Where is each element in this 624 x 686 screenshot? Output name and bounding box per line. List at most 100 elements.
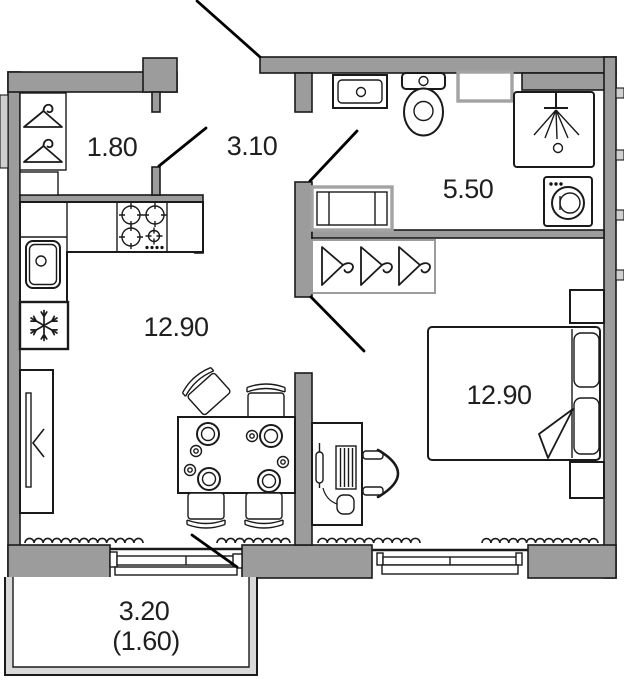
snowflake-icon — [30, 309, 58, 342]
shower-drain — [552, 142, 564, 154]
wall-stub — [615, 269, 624, 281]
sliding-wardrobe — [19, 369, 54, 514]
wall-bottom-middle — [241, 544, 373, 579]
wall-stub — [615, 87, 624, 99]
kitchen — [18, 201, 204, 514]
closet-door-leaf — [157, 126, 208, 168]
stove-knob — [160, 245, 164, 250]
burner-icon — [119, 225, 143, 249]
shower-tray — [513, 91, 595, 168]
radiator — [216, 537, 291, 544]
wardrobe-body — [19, 369, 54, 514]
chair — [179, 364, 233, 418]
balcony — [4, 577, 258, 676]
window-jamb — [109, 551, 118, 568]
sink-drain — [355, 86, 367, 98]
mouse — [322, 487, 355, 515]
balcony-door-leaf — [190, 533, 239, 569]
balcony-outline — [4, 577, 258, 676]
window-pane — [116, 555, 238, 566]
washing-machine — [543, 176, 593, 227]
sink-drain — [35, 255, 47, 267]
window-jamb — [376, 552, 384, 566]
room-label-entry-closet: 1.80 — [87, 132, 138, 162]
wall-entry-partition-top — [151, 91, 161, 113]
room-label-balcony: 3.20 — [119, 596, 170, 626]
burner-icon — [145, 227, 163, 245]
room-label-bathroom: 5.50 — [443, 174, 494, 204]
wall-top-right — [259, 56, 617, 74]
chair-backrest — [376, 448, 400, 499]
room-label-kitchen-living: 12.90 — [143, 312, 208, 342]
pillow — [573, 332, 600, 388]
toilet — [401, 72, 446, 137]
room-label-hallway: 3.10 — [227, 131, 278, 161]
fridge — [18, 300, 70, 351]
room-label-bedroom: 12.90 — [466, 380, 531, 410]
wall-stub — [0, 94, 9, 169]
wall-bathroom-bottom — [311, 229, 605, 239]
doors — [157, 0, 366, 353]
wall-left — [7, 71, 21, 579]
bathroom — [310, 70, 595, 232]
sink-basin-inner — [28, 243, 58, 286]
monitor — [335, 445, 357, 490]
burner-icon — [119, 203, 143, 227]
wall-entry-partition-bottom — [151, 166, 161, 196]
desk-area — [311, 422, 400, 526]
shower-spray-icon — [533, 109, 580, 140]
stove-knob — [155, 245, 159, 250]
stove-knob — [145, 245, 149, 250]
balcony-door-window — [109, 533, 243, 576]
washer-door — [551, 186, 585, 220]
bathroom-sink — [332, 74, 388, 109]
wall-stub — [615, 209, 624, 221]
chair — [246, 383, 286, 420]
open-closet — [311, 239, 436, 294]
wall-top-right-thick — [521, 72, 617, 91]
shoe-cabinet — [19, 171, 59, 196]
bedroom-window — [372, 548, 528, 575]
bathroom-door-leaf — [308, 129, 359, 183]
blanket-fold — [538, 408, 574, 459]
slide-direction-arrow-icon — [31, 428, 45, 458]
bedroom — [311, 239, 605, 526]
flush-button — [418, 75, 429, 87]
place-settings — [183, 422, 290, 493]
wall-stub — [615, 149, 624, 161]
bed — [427, 326, 601, 461]
office-chair — [362, 448, 400, 499]
stove-knob — [150, 245, 154, 250]
toilet-bowl — [403, 87, 444, 137]
bedroom-door-leaf — [309, 295, 366, 353]
nightstand — [569, 289, 605, 324]
wall-bottom-left — [7, 544, 111, 579]
shower — [513, 91, 595, 168]
window-outer-sill — [381, 564, 519, 575]
wall-bottom-right — [527, 544, 617, 579]
wall-core-middle — [294, 181, 313, 298]
balcony-inner-line — [12, 577, 250, 668]
kitchen-sink — [25, 240, 61, 289]
wardrobe-door-panel — [25, 392, 32, 488]
window-jamb — [515, 552, 523, 566]
pillow — [573, 397, 600, 455]
sink-basin — [25, 240, 61, 289]
shower-head-icon — [544, 92, 568, 109]
entry-closet — [19, 92, 67, 196]
room-label-balcony-reduced: (1.60) — [112, 626, 180, 656]
dining-set — [177, 364, 296, 529]
neighbor-wall-stubs — [0, 87, 624, 281]
wall-right — [603, 56, 617, 579]
radiator — [24, 537, 144, 544]
entry-door-leaf — [195, 0, 262, 59]
chair — [244, 492, 284, 529]
vent-niche — [456, 70, 514, 103]
wall-core-top — [294, 72, 313, 113]
nightstand — [569, 461, 605, 499]
dining-table — [177, 416, 296, 494]
radiator — [317, 537, 421, 544]
radiator — [481, 537, 599, 544]
bathroom-cabinet — [310, 185, 394, 232]
